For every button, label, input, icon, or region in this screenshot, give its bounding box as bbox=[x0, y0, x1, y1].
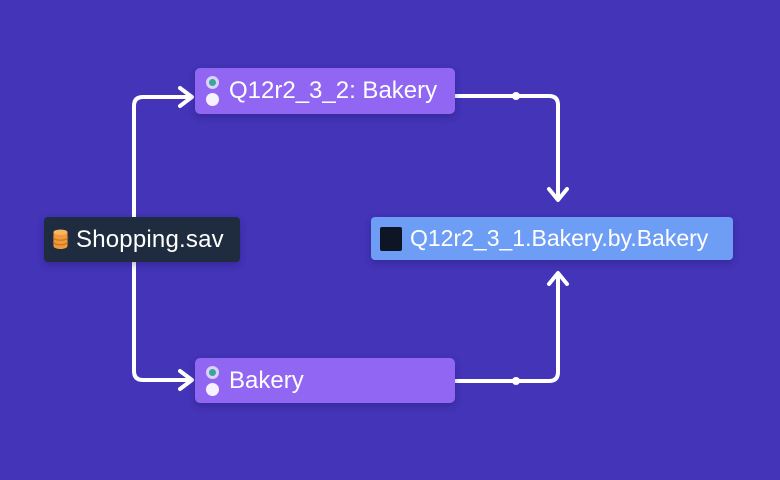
table-icon bbox=[380, 226, 402, 251]
database-icon bbox=[52, 229, 69, 250]
dataset-node-label: Shopping.sav bbox=[76, 225, 224, 253]
arrowhead-up-icon bbox=[547, 271, 569, 286]
arrowhead-right-bottom-icon bbox=[178, 369, 194, 391]
arrowhead-down-icon bbox=[547, 187, 569, 202]
connector-top-variable-to-table bbox=[454, 94, 560, 198]
variable-node-bakery[interactable]: Bakery bbox=[195, 358, 455, 403]
radio-buttons-icon bbox=[205, 76, 219, 106]
variable-node-label: Q12r2_3_2: Bakery bbox=[229, 77, 438, 104]
wire-anchor-dot-bottom bbox=[512, 377, 520, 385]
table-node-label: Q12r2_3_1.Bakery.by.Bakery bbox=[410, 225, 709, 251]
table-node-crosstab[interactable]: Q12r2_3_1.Bakery.by.Bakery bbox=[371, 217, 733, 260]
wire-anchor-dot-top bbox=[512, 92, 520, 100]
variable-node-q12r2-3-2[interactable]: Q12r2_3_2: Bakery bbox=[195, 68, 455, 114]
arrowhead-right-top-icon bbox=[178, 86, 194, 108]
dataset-node-shopping-sav[interactable]: Shopping.sav bbox=[44, 217, 240, 262]
radio-buttons-icon bbox=[205, 365, 219, 396]
variable-node-label: Bakery bbox=[229, 366, 304, 394]
connector-bottom-variable-to-table bbox=[454, 275, 560, 383]
